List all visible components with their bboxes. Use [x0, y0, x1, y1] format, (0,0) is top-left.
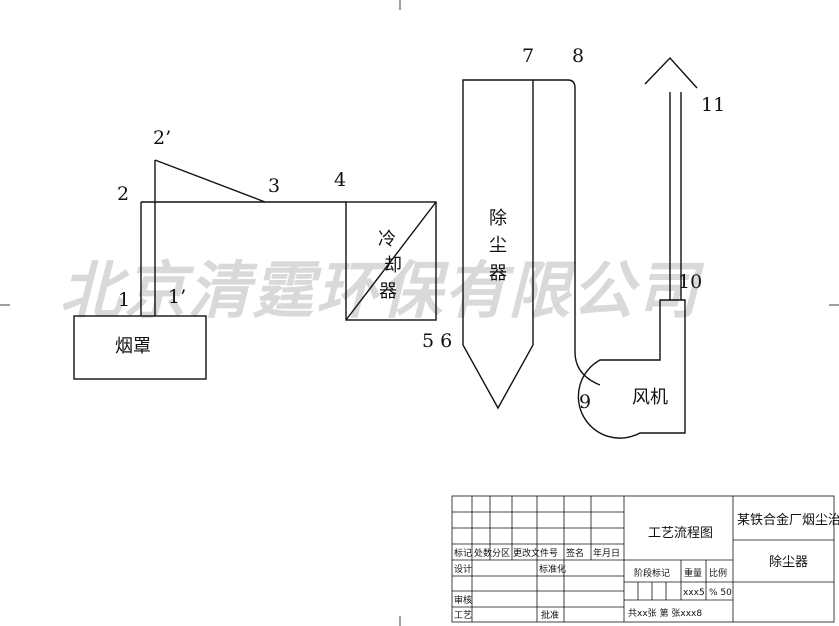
point-2: 2 [117, 183, 129, 205]
hood-box [73, 315, 207, 380]
hood-label: 烟罩 [115, 336, 151, 357]
tb-scale-value: % 50 [709, 588, 732, 598]
tb-review: 审核 [454, 594, 472, 606]
point-1: 1 [118, 289, 130, 311]
collector-label-1: 除 [489, 208, 507, 229]
tb-item-name: 除尘器 [769, 555, 808, 570]
tb-sheet-info: 共xx张 第 张xxx8 [628, 607, 702, 619]
exhaust-stack [644, 56, 698, 300]
point-11: 11 [701, 94, 725, 116]
title-block [451, 495, 835, 623]
dust-collector-body [462, 79, 534, 410]
tb-header-count: 处数 [474, 547, 492, 559]
tb-weight: 重量 [684, 567, 702, 579]
point-8: 8 [572, 45, 584, 67]
point-2-prime: 2’ [153, 127, 171, 149]
collector-label-3: 器 [489, 263, 507, 284]
tb-scale: 比例 [709, 567, 727, 579]
tb-project-name: 某铁合金厂烟尘治理 [737, 512, 839, 528]
collector-outlet-duct [533, 79, 601, 386]
fan-label: 风机 [632, 387, 668, 408]
fan-housing [577, 299, 686, 439]
tb-weight-value: xxx5 [683, 588, 705, 598]
tb-standardize: 标准化 [539, 563, 566, 575]
tb-header-date: 年月日 [593, 547, 620, 559]
point-3: 3 [268, 175, 280, 197]
tb-header-mark: 标记 [454, 547, 472, 559]
tb-approve: 批准 [541, 609, 559, 621]
tb-stage-mark: 阶段标记 [634, 567, 670, 579]
tb-header-zone: 分区 [492, 548, 510, 559]
cooler-label-3: 器 [379, 281, 397, 302]
cooler-diagonal [345, 201, 437, 321]
point-5-6: 5 6 [422, 330, 452, 352]
point-10: 10 [678, 271, 702, 293]
point-4: 4 [334, 169, 346, 191]
tb-design: 设计 [454, 563, 472, 575]
tb-header-change-doc: 更改文件号 [513, 547, 558, 559]
point-7: 7 [522, 45, 534, 67]
tb-process: 工艺 [454, 610, 472, 621]
point-1-prime: 1’ [168, 286, 186, 308]
cooler-label-2: 却 [384, 255, 402, 276]
watermark: 北京清霆环保有限公司 [60, 254, 705, 327]
point-9: 9 [579, 391, 591, 413]
riser-duct [140, 159, 346, 316]
cooler-box [345, 201, 437, 321]
collector-label-2: 尘 [489, 235, 507, 256]
tb-header-signature: 签名 [566, 547, 584, 559]
cooler-label-1: 冷 [378, 229, 396, 250]
tb-drawing-title: 工艺流程图 [648, 526, 713, 541]
